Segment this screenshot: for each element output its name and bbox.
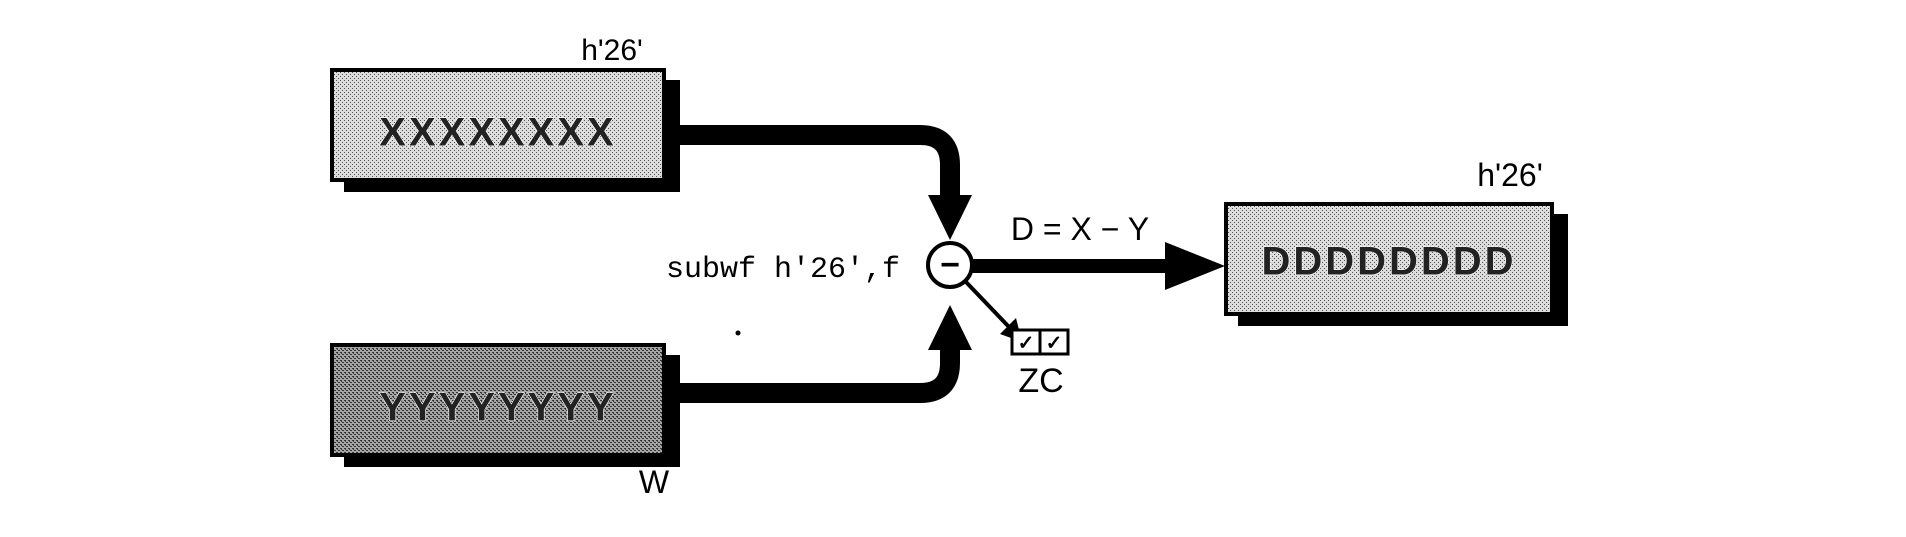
top-register-content: XXXXXXXX: [379, 111, 616, 155]
result-arrow-line: [972, 259, 1172, 273]
result-register-box: [1224, 202, 1554, 316]
bottom-arrow-line: [670, 345, 960, 403]
top-register-address-label: h'26': [581, 34, 643, 67]
result-register-content: DDDDDDDD: [1261, 240, 1516, 284]
top-arrowhead: [928, 195, 972, 240]
result-equation: D = X − Y: [1011, 211, 1149, 247]
minus-symbol: −: [940, 246, 960, 284]
flag-boxes: ✓ ✓: [1010, 328, 1070, 356]
top-arrow-line: [670, 125, 960, 200]
c-flag-box: [1038, 328, 1070, 356]
top-register-box: [330, 68, 666, 182]
result-register-address-label: h'26': [1477, 157, 1543, 193]
flags-label: ZC: [1018, 362, 1063, 400]
bottom-register-content: YYYYYYYY: [379, 386, 616, 430]
subtract-operator: −: [926, 241, 974, 289]
z-flag-box: [1010, 328, 1042, 356]
c-flag-mark: ✓: [1046, 332, 1063, 354]
z-flag-mark: ✓: [1018, 332, 1035, 354]
scan-speck: [735, 330, 741, 336]
flag-arrow-line: [964, 280, 1012, 330]
result-register: DDDDDDDD h'26': [1224, 157, 1568, 326]
bottom-arrowhead: [928, 305, 972, 350]
bottom-register: YYYYYYYY W: [330, 343, 680, 500]
result-arrowhead: [1165, 242, 1225, 290]
instruction-label: subwf h'26',f: [666, 253, 900, 287]
top-register: XXXXXXXX h'26': [330, 34, 680, 192]
bottom-register-name-label: W: [639, 464, 670, 500]
bottom-register-box: [330, 343, 666, 457]
